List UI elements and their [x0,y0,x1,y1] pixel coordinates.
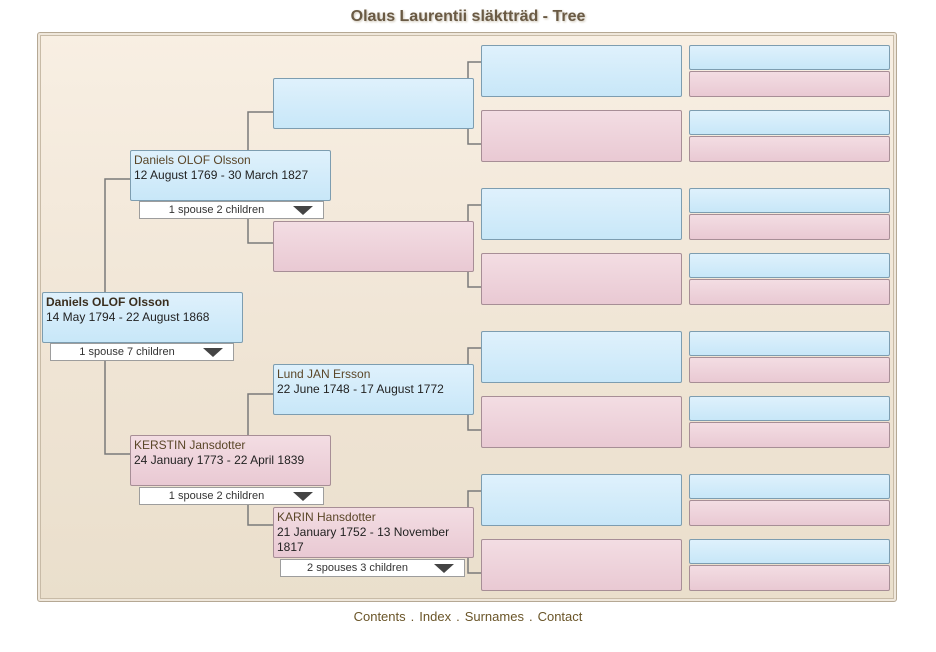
person-name[interactable]: Lund JAN Ersson [277,367,371,381]
person-dates: 22 June 1748 - 17 August 1772 [277,382,444,396]
person-maternal-grandfather[interactable]: Lund JAN Ersson 22 June 1748 - 17 August… [273,364,474,415]
person-empty-slot[interactable] [481,331,682,383]
chevron-down-icon[interactable] [293,492,313,501]
person-root[interactable]: Daniels OLOF Olsson 14 May 1794 - 22 Aug… [42,292,243,343]
person-paternal-grandfather-empty[interactable] [273,78,474,129]
chevron-down-icon[interactable] [293,206,313,215]
person-empty-slot[interactable] [689,279,890,305]
person-empty-slot[interactable] [689,474,890,499]
family-dropdown-maternal-grandmother[interactable]: 2 spouses 3 children [280,559,465,577]
person-empty-slot[interactable] [689,253,890,278]
person-paternal-grandmother-empty[interactable] [273,221,474,272]
person-empty-slot[interactable] [689,71,890,97]
person-empty-slot[interactable] [689,331,890,356]
footer-separator: . [528,609,533,624]
footer-nav: Contents. Index. Surnames. Contact [0,609,936,624]
person-empty-slot[interactable] [689,539,890,564]
chevron-down-icon[interactable] [203,348,223,357]
person-dates: 12 August 1769 - 30 March 1827 [134,168,309,182]
footer-link-contents[interactable]: Contents [353,609,406,624]
person-empty-slot[interactable] [689,188,890,213]
person-dates: 14 May 1794 - 22 August 1868 [46,310,210,324]
person-empty-slot[interactable] [689,214,890,240]
person-dates: 21 January 1752 - 13 November 1817 [277,525,450,554]
family-dropdown-father[interactable]: 1 spouse 2 children [139,201,324,219]
person-empty-slot[interactable] [689,357,890,383]
footer-link-surnames[interactable]: Surnames [464,609,524,624]
footer-separator: . [410,609,415,624]
footer-separator: . [456,609,460,624]
person-dates: 24 January 1773 - 22 April 1839 [134,453,305,467]
family-summary: 1 spouse 2 children [168,204,265,216]
person-empty-slot[interactable] [481,45,682,97]
person-empty-slot[interactable] [689,45,890,70]
person-name[interactable]: KERSTIN Jansdotter [134,438,246,452]
person-empty-slot[interactable] [481,253,682,305]
person-empty-slot[interactable] [481,474,682,526]
family-dropdown-mother[interactable]: 1 spouse 2 children [139,487,324,505]
person-empty-slot[interactable] [481,539,682,591]
person-empty-slot[interactable] [689,136,890,162]
person-empty-slot[interactable] [689,396,890,421]
person-name[interactable]: KARIN Hansdotter [277,510,376,524]
person-mother[interactable]: KERSTIN Jansdotter 24 January 1773 - 22 … [130,435,331,486]
family-summary: 1 spouse 2 children [168,490,265,502]
person-father[interactable]: Daniels OLOF Olsson 12 August 1769 - 30 … [130,150,331,201]
footer-link-index[interactable]: Index [419,609,452,624]
person-empty-slot[interactable] [689,565,890,591]
family-summary: 1 spouse 7 children [79,346,175,358]
person-empty-slot[interactable] [689,500,890,526]
person-maternal-grandmother[interactable]: KARIN Hansdotter 21 January 1752 - 13 No… [273,507,474,558]
person-empty-slot[interactable] [481,110,682,162]
footer-link-contact[interactable]: Contact [537,609,583,624]
person-empty-slot[interactable] [689,422,890,448]
chevron-down-icon[interactable] [434,564,454,573]
person-name[interactable]: Daniels OLOF Olsson [134,153,251,167]
family-summary: 2 spouses 3 children [307,562,408,574]
page-title: Olaus Laurentii släktträd - Tree [350,8,586,25]
person-name[interactable]: Daniels OLOF Olsson [46,295,170,309]
family-dropdown-root[interactable]: 1 spouse 7 children [50,343,234,361]
person-empty-slot[interactable] [481,396,682,448]
person-empty-slot[interactable] [481,188,682,240]
person-empty-slot[interactable] [689,110,890,135]
